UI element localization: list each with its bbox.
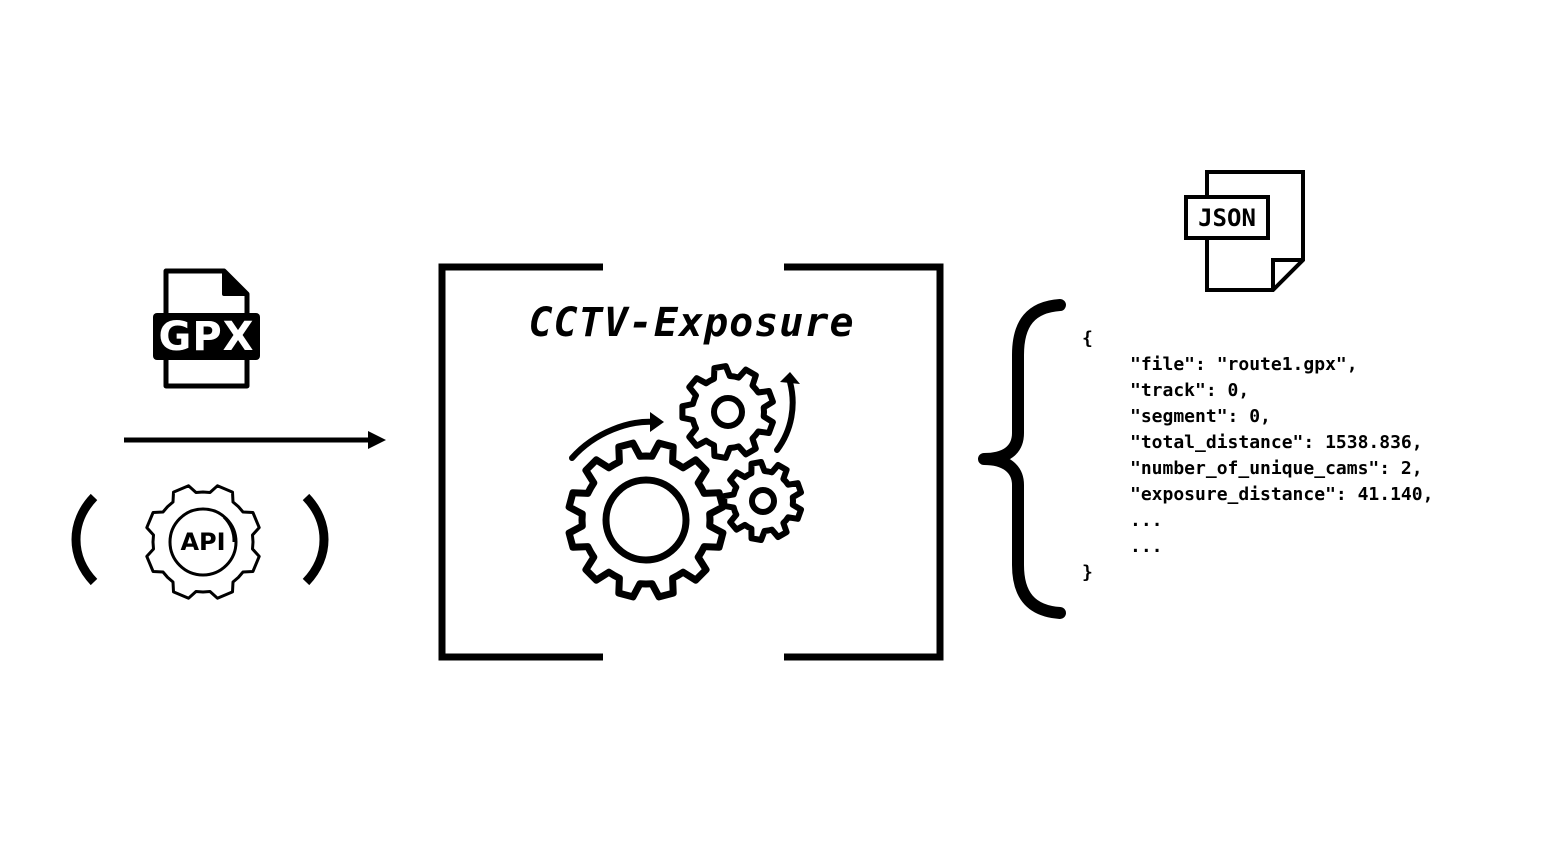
json-output-line: "segment": 0, (1130, 406, 1271, 427)
small-gear-hole (749, 487, 777, 515)
processor-frame (438, 263, 944, 661)
gpx-file-icon (153, 268, 260, 389)
top-gear-hole (711, 395, 745, 429)
json-close-brace: } (1082, 562, 1093, 583)
gears-icon (565, 363, 804, 601)
small-gear-outline (721, 459, 804, 543)
json-output-line: "track": 0, (1130, 380, 1250, 401)
json-label: JSON (1198, 203, 1256, 232)
large-gear-hole (602, 476, 690, 564)
json-output-line: "total_distance": 1538.836, (1130, 432, 1423, 453)
json-output-line: "number_of_unique_cams": 2, (1130, 458, 1423, 479)
right-parenthesis-icon (302, 493, 329, 586)
json-file-icon (1184, 170, 1305, 292)
gpx-label: GPX (158, 313, 255, 360)
api-label: API (180, 528, 226, 556)
json-open-brace: { (1082, 328, 1093, 349)
output-curly-brace (978, 299, 1066, 619)
json-output-line: ... (1130, 510, 1163, 531)
top-gear-outline (679, 363, 776, 461)
input-arrow (124, 431, 386, 449)
large-gear-outline (565, 439, 727, 601)
api-gear-icon (145, 484, 261, 600)
json-output-line: "exposure_distance": 41.140, (1130, 484, 1434, 505)
json-output-line: "file": "route1.gpx", (1130, 354, 1358, 375)
processor-title: CCTV-Exposure (528, 300, 855, 346)
left-parenthesis-icon (71, 493, 98, 586)
api-gear-outline (145, 484, 261, 600)
json-output-line: ... (1130, 536, 1163, 557)
